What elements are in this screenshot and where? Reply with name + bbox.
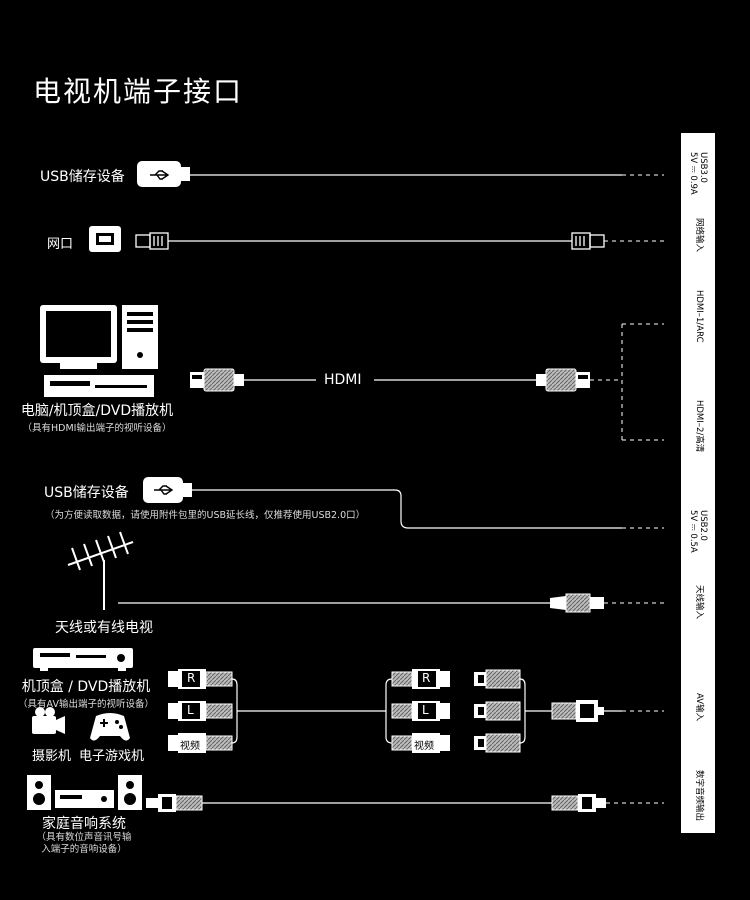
computer-icon [40,305,158,397]
set-top-box-icon [33,648,133,671]
rca-plug-right-r [474,669,521,689]
rj45-plug-left-icon [135,232,169,250]
set-top-box-label: 机顶盒 / DVD播放机 [21,679,151,695]
rca-plug-left-video [168,733,233,753]
port-usb20-line1: USB2.0 [698,510,708,541]
hdmi-cable [190,323,664,441]
home-audio-note-1: （具有数位声音讯号输 [36,832,132,843]
rca-plug-mid-l [391,701,450,721]
port-lan: 网络输入 [694,218,704,253]
home-audio-note-2: 入端子的音响设备） [41,844,127,855]
usb-storage-note: （为方便读取数据，请使用附件包里的USB延长线，仅推荐使用USB2.0口） [45,510,366,521]
lan-cable [89,226,664,252]
rca-r-label-mid: R [422,671,431,685]
port-usb20-line2: 5V ⎓ 0.5A [688,510,698,553]
rca-video-label: 视频 [180,741,200,752]
pc-label: 电脑/机顶盒/DVD播放机 [20,403,174,419]
port-av: AV输入 [694,693,704,722]
antenna-cable [118,593,664,613]
rj45-plug-right-icon [571,232,605,250]
rca-plug-mid-video [391,733,450,753]
av-minijack-plug-icon [551,700,604,722]
pc-note: （具有HDMI输出端子的视听设备） [22,423,172,434]
rca-video-label-mid: 视频 [414,741,434,752]
port-spdif: 数字音频输出 [694,770,704,822]
tv-port-panel [681,133,715,833]
usb-storage-label: USB储存设备 [40,169,125,185]
rca-l-label: L [187,703,194,717]
camera-label: 摄影机 [32,749,72,764]
coax-plug-icon [550,593,604,613]
rca-r-label: R [187,671,196,685]
page-title: 电视机端子接口 [33,75,244,108]
game-console-label: 电子游戏机 [79,749,145,764]
gamepad-icon [90,713,130,741]
hdmi-plug-right-icon [536,368,590,392]
rca-plug-left-r [168,669,233,689]
camcorder-icon [32,707,65,734]
port-usb30-line1: USB3.0 [698,152,708,183]
port-hdmi1: HDMI–1/ARC [694,290,704,343]
set-top-box-note: （具有AV输出端子的视听设备） [18,699,154,710]
port-usb30-line2: 5V ⎓ 0.9A [688,152,698,195]
antenna-label: 天线或有线电视 [55,620,153,636]
antenna-icon [67,531,134,610]
rca-plug-mid-r [391,669,450,689]
hdmi-label: HDMI [324,372,362,388]
usb-plug-icon [137,161,181,187]
rca-plug-right-video [474,733,521,753]
home-audio-label: 家庭音响系统 [42,816,126,832]
av-cables [231,678,622,744]
optical-cable [146,794,664,812]
lan-label: 网口 [47,237,74,252]
usb-storage-label-2: USB储存设备 [44,485,129,501]
port-antenna: 天线输入 [694,585,704,620]
usb-cable-top [137,161,664,187]
hdmi-plug-left-icon [190,368,244,392]
home-audio-icon [27,775,142,810]
rca-l-label-mid: L [422,703,429,717]
rca-plug-right-l [474,701,521,721]
usb-cable-bottom [143,477,664,529]
rca-plug-left-l [168,701,233,721]
port-hdmi2: HDMI–2/高清 [694,400,704,453]
